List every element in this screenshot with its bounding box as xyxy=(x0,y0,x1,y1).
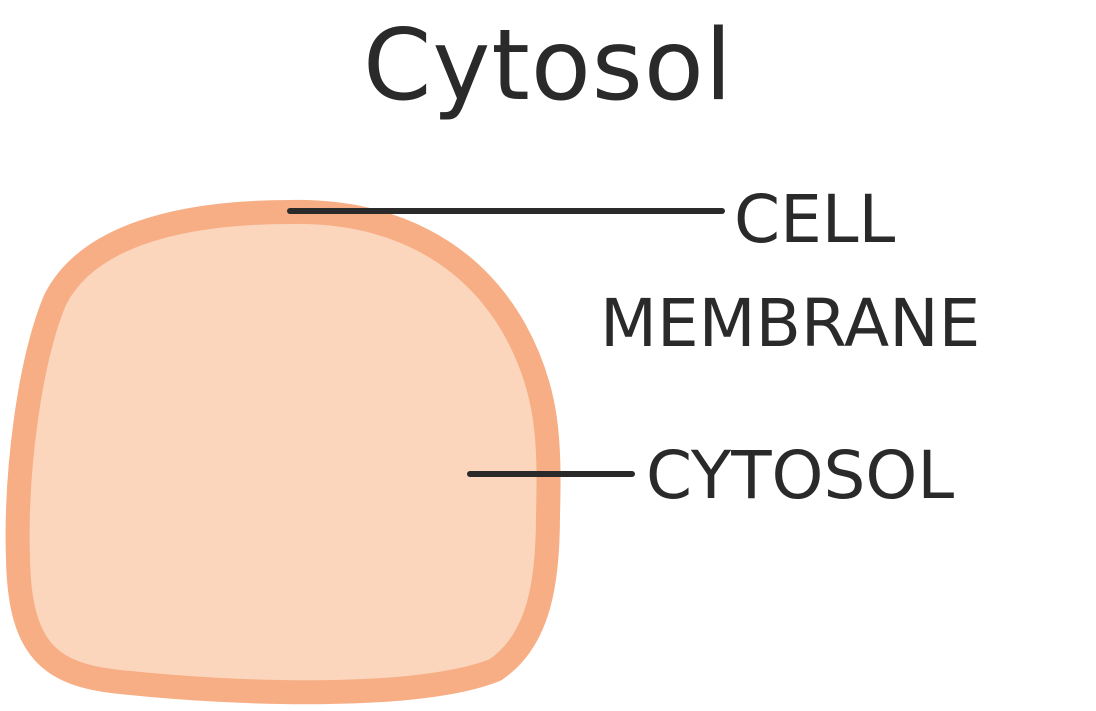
diagram-title: Cytosol xyxy=(362,9,734,123)
cell-membrane xyxy=(5,199,561,705)
cytosol-label: CYTOSOL xyxy=(646,437,954,514)
membrane-label-line2: MEMBRANE xyxy=(600,285,980,362)
membrane-label-line1: CELL xyxy=(734,181,896,258)
